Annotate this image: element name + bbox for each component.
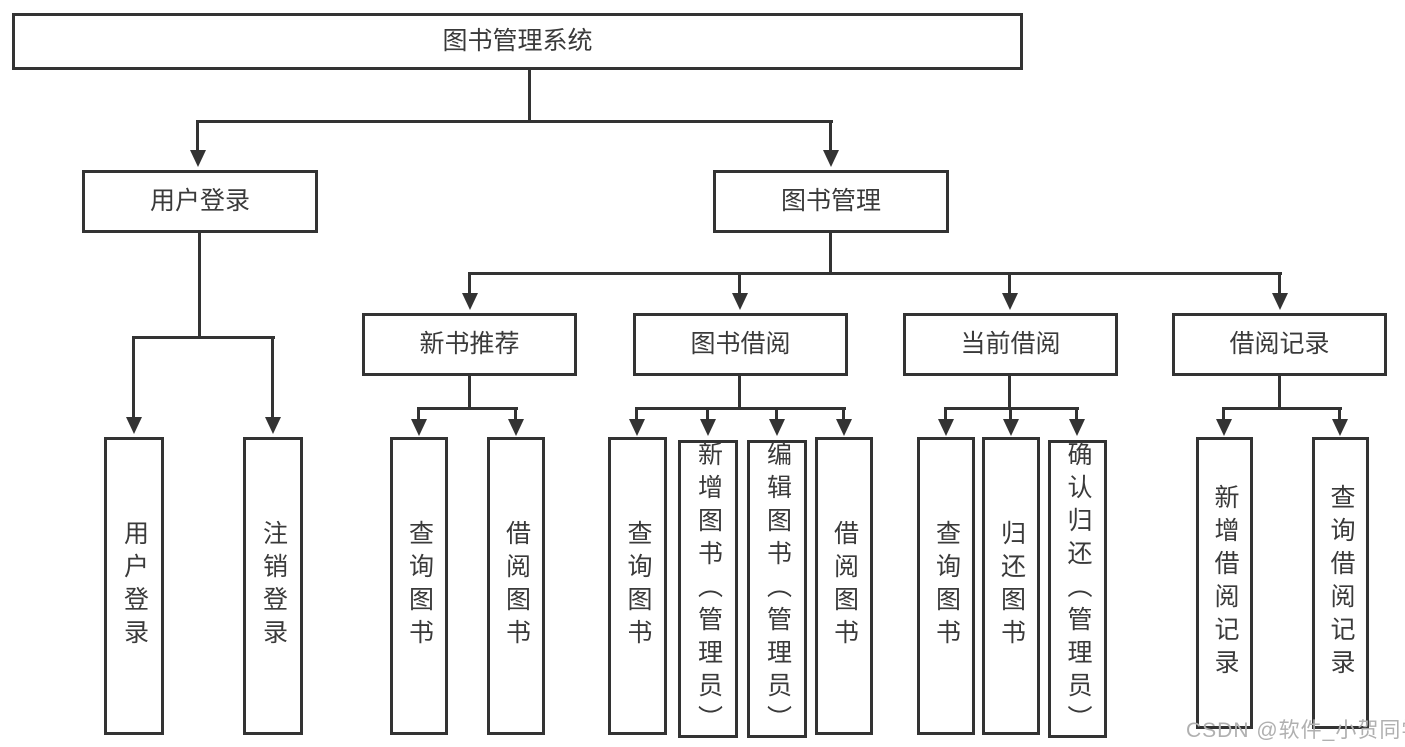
connector-book-management-drop bbox=[829, 232, 832, 274]
arrow-to-user-login bbox=[190, 150, 206, 167]
arrow-to-new-book-recommendation bbox=[462, 293, 478, 310]
leaf-return-books: 归还图书 bbox=[982, 437, 1040, 735]
leaf-edit-books-admin-label: 编辑图书（管理员） bbox=[763, 440, 792, 738]
leaf-query-borrow-record-label: 查询借阅记录 bbox=[1327, 484, 1355, 682]
connector-level3-rail bbox=[468, 272, 1282, 275]
connector-new-book-rail bbox=[417, 407, 518, 410]
leaf-query-books-3: 查询图书 bbox=[917, 437, 975, 735]
connector-borrow-books-1-stem bbox=[514, 407, 517, 421]
arrow-to-book-management bbox=[823, 150, 839, 167]
connector-new-book-stem bbox=[468, 272, 471, 294]
node-book-borrowing: 图书借阅 bbox=[633, 313, 848, 376]
connector-leaf-user-login-stem bbox=[132, 336, 135, 418]
connector-borrowing-records-rail bbox=[1222, 407, 1342, 410]
leaf-logout-label: 注销登录 bbox=[259, 520, 288, 652]
arrow-to-query-borrow-record bbox=[1332, 419, 1348, 436]
connector-book-borrowing-stem bbox=[738, 272, 741, 294]
leaf-add-books-admin-label: 新增图书（管理员） bbox=[694, 440, 723, 738]
connector-book-borrowing-drop bbox=[738, 375, 741, 409]
leaf-add-borrow-record-label: 新增借阅记录 bbox=[1211, 484, 1239, 682]
node-book-management: 图书管理 bbox=[713, 170, 949, 233]
arrow-to-borrow-books-1 bbox=[508, 419, 524, 436]
connector-current-borrowing-stem bbox=[1008, 272, 1011, 294]
leaf-user-login-label: 用户登录 bbox=[120, 520, 149, 652]
connector-root-drop bbox=[528, 69, 531, 122]
node-user-login: 用户登录 bbox=[82, 170, 318, 233]
arrow-to-query-books-1 bbox=[411, 419, 427, 436]
connector-current-borrowing-drop bbox=[1008, 375, 1011, 409]
arrow-to-query-books-3 bbox=[938, 419, 954, 436]
watermark: CSDN @软件_小贺同学 bbox=[1186, 719, 1405, 742]
leaf-edit-books-admin: 编辑图书（管理员） bbox=[747, 440, 807, 738]
connector-query-books-1-stem bbox=[417, 407, 420, 421]
arrow-to-confirm-return bbox=[1069, 419, 1085, 436]
arrow-to-edit-books bbox=[769, 419, 785, 436]
node-book-management-label: 图书管理 bbox=[780, 187, 881, 215]
connector-borrowing-records-drop bbox=[1278, 375, 1281, 409]
node-current-borrowing: 当前借阅 bbox=[903, 313, 1118, 376]
node-book-borrowing-label: 图书借阅 bbox=[690, 330, 791, 358]
arrow-to-add-books bbox=[700, 419, 716, 436]
connector-new-book-drop bbox=[468, 375, 471, 409]
leaf-query-books-1: 查询图书 bbox=[390, 437, 448, 735]
connector-query-books-3-stem bbox=[944, 407, 947, 421]
connector-leaf-logout-stem bbox=[271, 336, 274, 418]
node-new-book-recommendation: 新书推荐 bbox=[362, 313, 577, 376]
connector-user-login-stem bbox=[196, 120, 199, 151]
leaf-user-login: 用户登录 bbox=[104, 437, 164, 735]
connector-edit-books-stem bbox=[775, 407, 778, 421]
connector-book-management-stem bbox=[829, 120, 832, 151]
connector-user-login-drop bbox=[198, 232, 201, 338]
leaf-return-books-label: 归还图书 bbox=[997, 520, 1026, 652]
leaf-query-books-1-label: 查询图书 bbox=[405, 520, 434, 652]
leaf-query-borrow-record: 查询借阅记录 bbox=[1312, 437, 1369, 729]
arrow-to-return-books bbox=[1003, 419, 1019, 436]
node-current-borrowing-label: 当前借阅 bbox=[960, 330, 1061, 358]
leaf-borrow-books-1: 借阅图书 bbox=[487, 437, 545, 735]
connector-confirm-return-stem bbox=[1075, 407, 1078, 421]
leaf-borrow-books-1-label: 借阅图书 bbox=[502, 520, 531, 652]
leaf-logout: 注销登录 bbox=[243, 437, 303, 735]
connector-level2-rail bbox=[196, 120, 833, 123]
node-borrowing-records-label: 借阅记录 bbox=[1229, 330, 1330, 358]
arrow-to-borrow-books-2 bbox=[836, 419, 852, 436]
node-user-login-label: 用户登录 bbox=[149, 187, 250, 215]
arrow-to-borrowing-records bbox=[1272, 293, 1288, 310]
connector-book-borrowing-rail bbox=[635, 407, 846, 410]
node-borrowing-records: 借阅记录 bbox=[1172, 313, 1387, 376]
connector-borrowing-records-stem bbox=[1278, 272, 1281, 294]
connector-query-borrow-record-stem bbox=[1338, 407, 1341, 421]
leaf-query-books-2: 查询图书 bbox=[608, 437, 667, 735]
leaf-borrow-books-2: 借阅图书 bbox=[815, 437, 873, 735]
connector-return-books-stem bbox=[1009, 407, 1012, 421]
leaf-confirm-return-admin: 确认归还（管理员） bbox=[1048, 440, 1107, 738]
connector-borrow-books-2-stem bbox=[842, 407, 845, 421]
arrow-to-leaf-user-login bbox=[126, 417, 142, 434]
leaf-query-books-2-label: 查询图书 bbox=[624, 520, 652, 652]
node-new-book-recommendation-label: 新书推荐 bbox=[419, 330, 520, 358]
node-library-management-system: 图书管理系统 bbox=[12, 13, 1023, 70]
leaf-query-books-3-label: 查询图书 bbox=[932, 520, 961, 652]
leaf-add-borrow-record: 新增借阅记录 bbox=[1196, 437, 1253, 729]
connector-query-books-2-stem bbox=[635, 407, 638, 421]
connector-add-borrow-record-stem bbox=[1222, 407, 1225, 421]
leaf-add-books-admin: 新增图书（管理员） bbox=[678, 440, 738, 738]
leaf-borrow-books-2-label: 借阅图书 bbox=[830, 520, 859, 652]
arrow-to-add-borrow-record bbox=[1216, 419, 1232, 436]
arrow-to-leaf-logout bbox=[265, 417, 281, 434]
arrow-to-query-books-2 bbox=[629, 419, 645, 436]
arrow-to-current-borrowing bbox=[1002, 293, 1018, 310]
connector-add-books-stem bbox=[706, 407, 709, 421]
node-library-management-system-label: 图书管理系统 bbox=[442, 27, 593, 55]
leaf-confirm-return-admin-label: 确认归还（管理员） bbox=[1064, 440, 1092, 738]
connector-user-login-rail bbox=[132, 336, 275, 339]
arrow-to-book-borrowing bbox=[732, 293, 748, 310]
